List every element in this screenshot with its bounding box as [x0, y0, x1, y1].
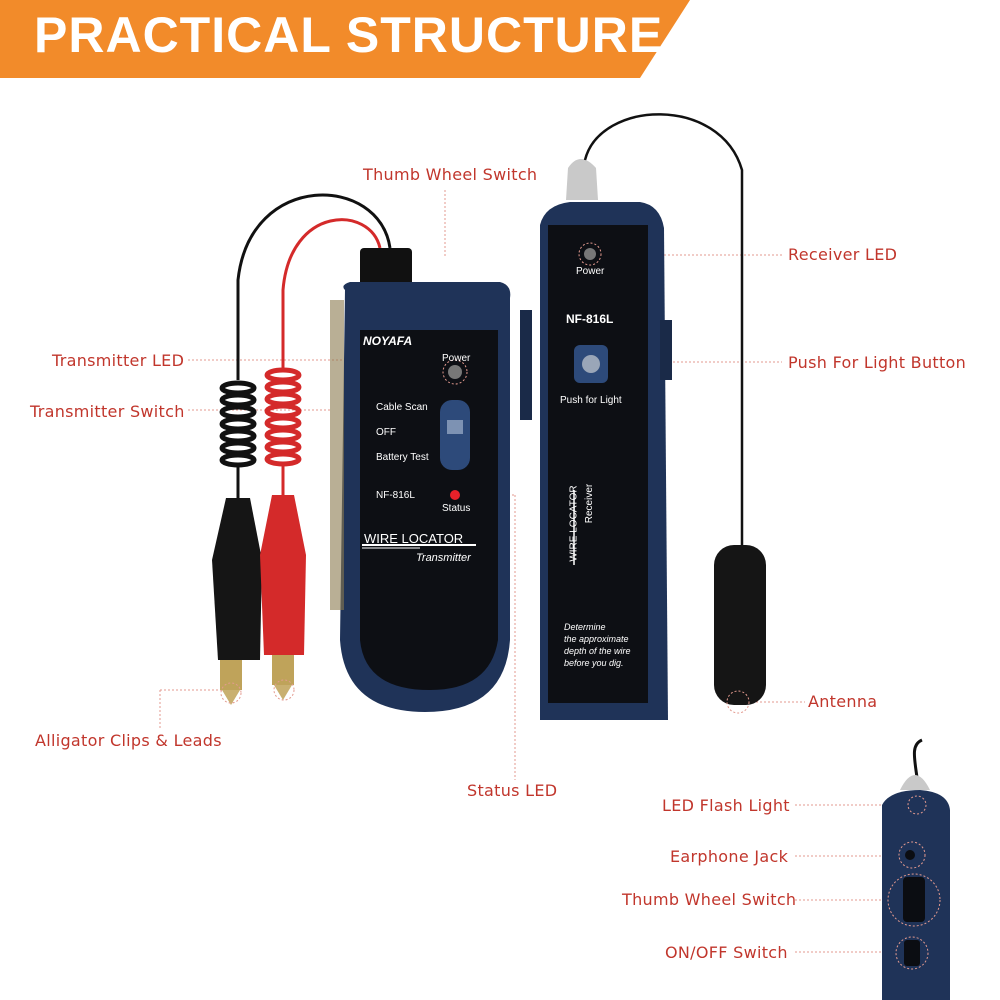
callout-transmitter-switch: Transmitter Switch: [30, 402, 185, 421]
receiver-side-inset: [882, 738, 950, 1000]
callout-earphone-jack: Earphone Jack: [670, 847, 789, 866]
receiver-device: [520, 159, 672, 720]
antenna-probe: [714, 545, 766, 705]
callout-transmitter-led: Transmitter LED: [52, 351, 185, 370]
callout-on-off-switch: ON/OFF Switch: [665, 943, 788, 962]
callout-led-flash-light: LED Flash Light: [662, 796, 790, 815]
receiver-model: NF-816L: [566, 312, 614, 326]
receiver-power-label: Power: [576, 266, 605, 277]
transmitter-device: [330, 248, 511, 712]
antenna-cable: [583, 113, 744, 550]
black-alligator-clip: [212, 498, 262, 705]
red-alligator-clip: [260, 495, 306, 700]
callout-antenna: Antenna: [808, 692, 878, 711]
red-lead-wire: [281, 218, 382, 370]
transmitter-product-subtitle: Transmitter: [416, 552, 471, 564]
black-lead-wire: [236, 193, 392, 380]
red-coil: [264, 367, 302, 467]
banner-title: PRACTICAL STRUCTURE: [34, 7, 664, 63]
banner-shape: [0, 0, 690, 78]
transmitter-switch-off: OFF: [376, 427, 396, 438]
receiver-note-line-4: before you dig.: [564, 658, 624, 668]
transmitter-model: NF-816L: [376, 490, 415, 501]
callout-status-led: Status LED: [467, 781, 558, 800]
black-coil: [219, 380, 257, 468]
transmitter-status-label: Status: [442, 503, 471, 514]
callout-thumb-wheel-switch-bottom: Thumb Wheel Switch: [622, 890, 797, 909]
receiver-note-line-2: the approximate: [564, 634, 629, 644]
transmitter-product-title: WIRE LOCATOR: [364, 531, 464, 546]
callout-push-for-light-button: Push For Light Button: [788, 353, 967, 372]
callout-alligator-clips-leads: Alligator Clips & Leads: [35, 731, 222, 750]
callout-receiver-led: Receiver LED: [788, 245, 898, 264]
title-banner: PRACTICAL STRUCTURE: [0, 0, 700, 78]
callout-thumb-wheel-switch-top: Thumb Wheel Switch: [363, 165, 538, 184]
receiver-vertical-subtitle: Receiver: [584, 483, 596, 524]
transmitter-power-label: Power: [442, 353, 471, 364]
receiver-vertical-title: WIRE LOCATOR: [568, 485, 580, 562]
receiver-note-line-1: Determine: [564, 622, 606, 632]
receiver-button-label: Push for Light: [560, 395, 622, 406]
receiver-note-line-3: depth of the wire: [564, 646, 631, 656]
transmitter-brand: NOYAFA: [363, 334, 413, 348]
transmitter-switch-cable-scan: Cable Scan: [376, 402, 428, 413]
transmitter-switch-battery-test: Battery Test: [376, 452, 429, 463]
